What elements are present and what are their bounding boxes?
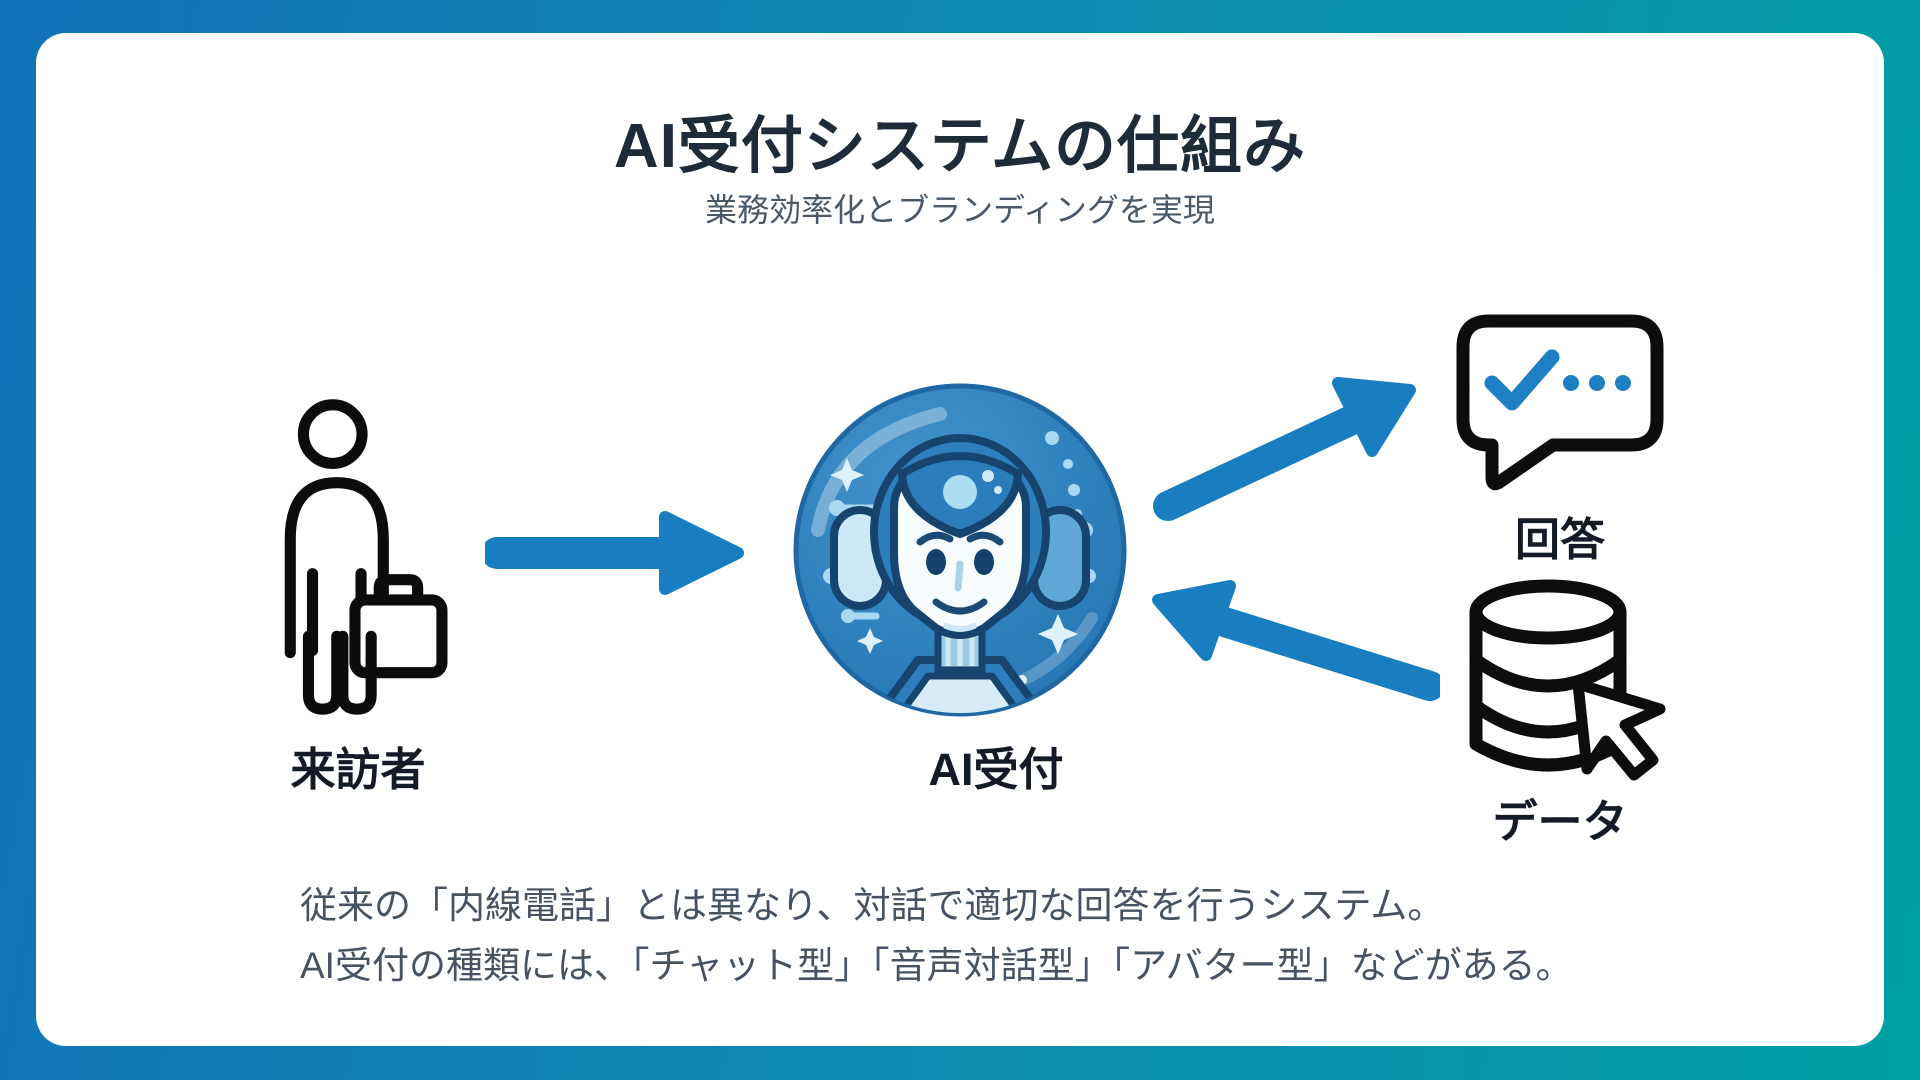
flow-arrow-ai-to-answer bbox=[1148, 368, 1423, 523]
answer-label: 回答 bbox=[1514, 514, 1605, 565]
up-right-arrow-icon bbox=[1153, 377, 1416, 521]
database-cursor-icon bbox=[1469, 579, 1666, 781]
flow-arrow-data-to-ai bbox=[1140, 578, 1440, 703]
ai-reception-label: AI受付 bbox=[928, 744, 1064, 795]
visitor-node bbox=[266, 397, 448, 722]
description-block: 従来の「内線電話」とは異なり、対話で適切な回答を行うシステム。 AI受付の種類に… bbox=[300, 876, 1700, 996]
content-card: AI受付システムの仕組み 業務効率化とブランディングを実現 来訪者 bbox=[36, 33, 1884, 1046]
description-line-2: AI受付の種類には、「チャット型」「音声対話型」「アバター型」などがある。 bbox=[300, 945, 1573, 986]
chat-bubble-check-icon bbox=[1456, 314, 1664, 491]
ai-reception-node bbox=[790, 380, 1130, 720]
ai-robot-avatar bbox=[793, 383, 1127, 717]
right-arrow-icon bbox=[485, 511, 744, 595]
page-subtitle: 業務効率化とブランディングを実現 bbox=[705, 192, 1215, 228]
data-label: データ bbox=[1492, 796, 1628, 847]
person-briefcase-icon bbox=[284, 399, 448, 715]
description-line-1: 従来の「内線電話」とは異なり、対話で適切な回答を行うシステム。 bbox=[300, 885, 1445, 926]
up-left-arrow-icon bbox=[1152, 580, 1440, 701]
data-node bbox=[1460, 576, 1670, 783]
page-title: AI受付システムの仕組み bbox=[613, 112, 1307, 181]
flow-arrow-visitor-to-ai bbox=[485, 505, 750, 600]
answer-node bbox=[1455, 313, 1665, 498]
visitor-label: 来訪者 bbox=[290, 744, 426, 795]
